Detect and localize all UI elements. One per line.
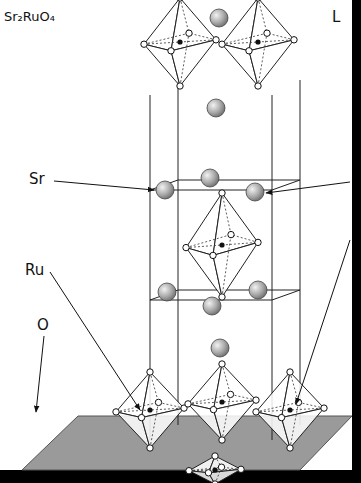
leader-line bbox=[36, 336, 44, 412]
ruo6-octahedron bbox=[253, 369, 327, 451]
o-atom bbox=[186, 30, 192, 36]
ru-atom bbox=[219, 242, 224, 247]
ru-atom bbox=[287, 407, 292, 412]
unit-cell bbox=[150, 80, 300, 440]
o-atom bbox=[238, 466, 244, 472]
atom-label: O bbox=[36, 318, 50, 333]
o-atom bbox=[113, 409, 119, 415]
o-atom bbox=[321, 405, 327, 411]
o-atom bbox=[185, 401, 191, 407]
o-atom bbox=[210, 406, 216, 412]
ruo6-octahedron bbox=[185, 361, 259, 443]
o-atom bbox=[177, 0, 183, 1]
sr-atom bbox=[211, 339, 229, 357]
sr-atom bbox=[210, 9, 228, 27]
atom-label: L bbox=[331, 10, 341, 25]
o-atom bbox=[141, 41, 147, 47]
o-atom bbox=[264, 30, 270, 36]
ru-atom bbox=[219, 399, 224, 404]
o-atom bbox=[183, 244, 189, 250]
o-atom bbox=[210, 252, 216, 258]
o-atom bbox=[246, 48, 252, 54]
formula-title: Sr₂RuO₄ bbox=[3, 10, 56, 23]
atom-label: Ru bbox=[24, 263, 45, 278]
sr-atom bbox=[156, 181, 174, 199]
o-atom bbox=[212, 453, 218, 459]
o-atom bbox=[213, 37, 219, 43]
ru-atom bbox=[212, 467, 217, 472]
sr-atom bbox=[203, 297, 221, 315]
o-atom bbox=[219, 437, 225, 443]
o-atom bbox=[287, 445, 293, 451]
leader-line bbox=[50, 272, 140, 410]
sr-atom bbox=[246, 183, 264, 201]
leader-line bbox=[266, 182, 350, 193]
o-atom bbox=[219, 190, 225, 196]
leader-line bbox=[296, 240, 350, 404]
sr-atom bbox=[158, 283, 176, 301]
o-atom bbox=[253, 409, 259, 415]
o-atom bbox=[255, 239, 261, 245]
o-atom bbox=[278, 414, 284, 420]
o-atom bbox=[186, 468, 192, 474]
sr-atom bbox=[249, 281, 267, 299]
o-atom bbox=[228, 231, 234, 237]
o-atom bbox=[155, 399, 161, 405]
ru-atom bbox=[147, 407, 152, 412]
o-atom bbox=[253, 397, 259, 403]
o-atom bbox=[218, 464, 224, 470]
o-atom bbox=[212, 481, 218, 483]
o-atom bbox=[255, 0, 261, 1]
ru-atom bbox=[255, 39, 260, 44]
o-atom bbox=[138, 414, 144, 420]
ru-atom bbox=[177, 39, 182, 44]
o-atom bbox=[287, 369, 293, 375]
o-atom bbox=[219, 41, 225, 47]
sr-atom bbox=[207, 99, 225, 117]
ruo6-octahedron bbox=[186, 453, 244, 483]
o-atom bbox=[227, 391, 233, 397]
o-atom bbox=[147, 369, 153, 375]
o-atom bbox=[177, 83, 183, 89]
o-atom bbox=[219, 361, 225, 367]
o-atom bbox=[168, 48, 174, 54]
ruo6-octahedron bbox=[113, 369, 187, 451]
ruo6-octahedron bbox=[141, 0, 219, 89]
o-atom bbox=[255, 83, 261, 89]
ruo6-octahedron bbox=[219, 0, 297, 89]
atom-label: Sr bbox=[28, 172, 46, 187]
leader-line bbox=[54, 181, 154, 190]
o-atom bbox=[291, 37, 297, 43]
o-atom bbox=[205, 470, 211, 476]
ruo6-octahedron bbox=[183, 190, 261, 300]
sr-atom bbox=[201, 169, 219, 187]
o-atom bbox=[147, 445, 153, 451]
o-atom bbox=[219, 294, 225, 300]
